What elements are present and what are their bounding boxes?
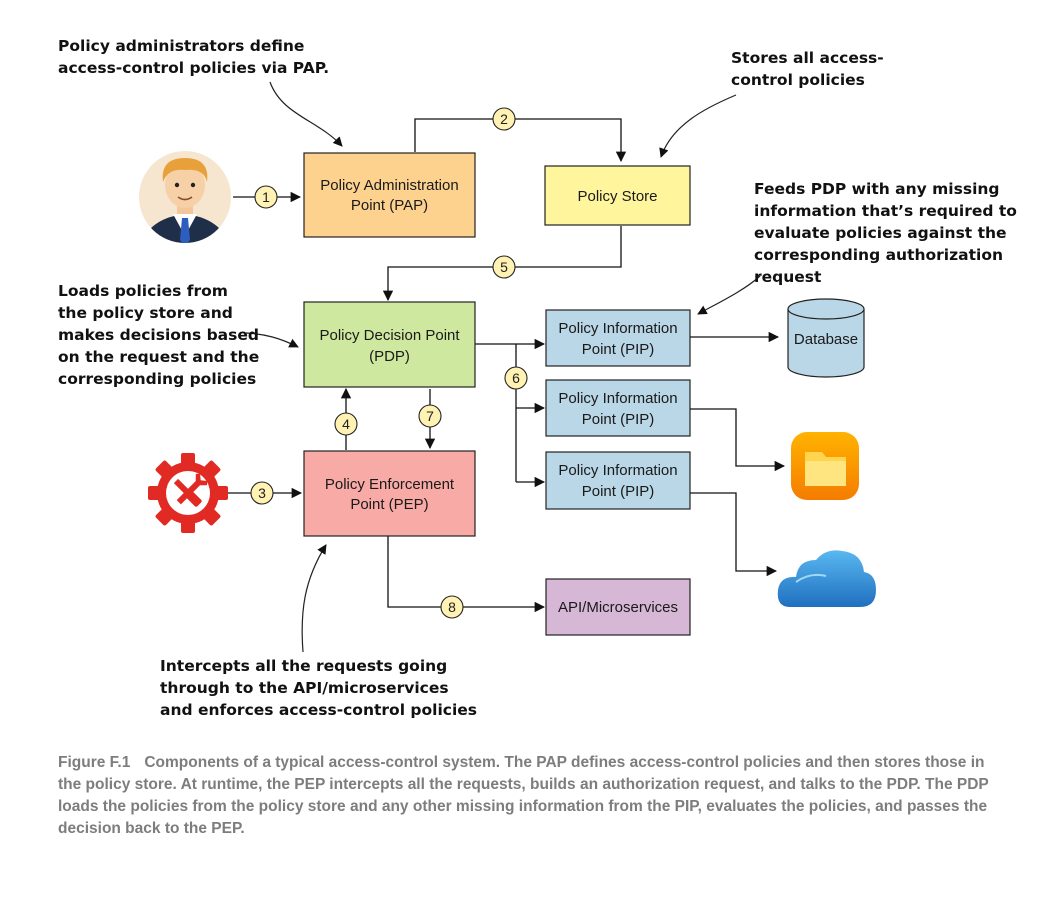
pointer-pep-note bbox=[301, 544, 327, 653]
step-badge-6: 6 bbox=[504, 366, 528, 390]
pap-box: Policy Administration Point (PAP) bbox=[303, 152, 476, 238]
pdp-box: Policy Decision Point (PDP) bbox=[303, 301, 476, 388]
step-badge-8: 8 bbox=[440, 595, 464, 619]
svg-text:7: 7 bbox=[426, 408, 434, 424]
svg-text:and enforces access-control po: and enforces access-control policies bbox=[160, 701, 477, 719]
svg-text:6: 6 bbox=[512, 370, 520, 386]
svg-text:the policy store and: the policy store and bbox=[58, 304, 233, 322]
pointer-store-note bbox=[659, 94, 737, 158]
svg-text:on the request and the: on the request and the bbox=[58, 348, 259, 366]
figure-label: Figure F.1 bbox=[58, 754, 131, 771]
pip2-label-line2: Point (PIP) bbox=[582, 411, 655, 428]
svg-text:1: 1 bbox=[262, 189, 270, 205]
pip2-label-line1: Policy Information bbox=[558, 390, 677, 407]
pip-box-1: Policy Information Point (PIP) bbox=[545, 309, 691, 367]
database-label: Database bbox=[794, 331, 858, 348]
figure-caption-text: Components of a typical access-control s… bbox=[58, 754, 989, 837]
pep-label-line2: Point (PEP) bbox=[350, 496, 428, 513]
svg-text:Intercepts all the requests go: Intercepts all the requests going bbox=[160, 657, 447, 675]
annotation-pep: Intercepts all the requests going throug… bbox=[160, 657, 477, 719]
pap-label-line1: Policy Administration bbox=[320, 177, 458, 194]
svg-text:Loads policies from: Loads policies from bbox=[58, 282, 228, 300]
pep-box: Policy Enforcement Point (PEP) bbox=[303, 450, 476, 537]
svg-text:makes decisions based: makes decisions based bbox=[58, 326, 259, 344]
database-icon: Database bbox=[787, 298, 865, 378]
arrow-pip3-to-cloud bbox=[690, 492, 778, 577]
folder-icon bbox=[791, 432, 859, 500]
svg-text:8: 8 bbox=[448, 599, 456, 615]
api-label: API/Microservices bbox=[558, 599, 678, 616]
cloud-icon bbox=[777, 550, 876, 607]
step-badge-1: 1 bbox=[254, 185, 278, 209]
gear-tools-icon bbox=[148, 453, 228, 533]
step-badge-3: 3 bbox=[250, 481, 274, 505]
pip-box-3: Policy Information Point (PIP) bbox=[545, 451, 691, 510]
step-badge-2: 2 bbox=[492, 107, 516, 131]
arrow-pap-to-store bbox=[414, 118, 627, 163]
svg-text:Policy administrators define: Policy administrators define bbox=[58, 37, 304, 55]
arrow-pep-to-api bbox=[387, 536, 546, 613]
annotation-pip: Feeds PDP with any missing information t… bbox=[754, 180, 1017, 286]
pip-box-2: Policy Information Point (PIP) bbox=[545, 379, 691, 437]
connectors bbox=[228, 118, 786, 613]
svg-text:4: 4 bbox=[342, 416, 350, 432]
annotation-pointers bbox=[245, 81, 761, 653]
step-badge-5: 5 bbox=[492, 255, 516, 279]
svg-text:access-control policies via PA: access-control policies via PAP. bbox=[58, 59, 329, 77]
svg-text:3: 3 bbox=[258, 485, 266, 501]
svg-text:corresponding authorization: corresponding authorization bbox=[754, 246, 1003, 264]
svg-text:evaluate policies against the: evaluate policies against the bbox=[754, 224, 1007, 242]
step-badge-4: 4 bbox=[334, 412, 358, 436]
svg-text:Stores all access-: Stores all access- bbox=[731, 49, 884, 67]
pip3-label-line1: Policy Information bbox=[558, 462, 677, 479]
policy-store-label: Policy Store bbox=[577, 188, 657, 205]
svg-text:request: request bbox=[754, 268, 822, 286]
pip3-label-line2: Point (PIP) bbox=[582, 483, 655, 500]
svg-text:5: 5 bbox=[500, 259, 508, 275]
annotation-pap: Policy administrators define access-cont… bbox=[58, 37, 329, 77]
arrow-pip2-to-folder bbox=[690, 408, 786, 472]
api-box: API/Microservices bbox=[545, 578, 691, 636]
pointer-pdp-note bbox=[245, 332, 299, 348]
annotation-store: Stores all access- control policies bbox=[731, 49, 884, 89]
policy-store-box: Policy Store bbox=[544, 165, 691, 226]
pap-label-line2: Point (PAP) bbox=[351, 197, 428, 214]
pip1-label-line1: Policy Information bbox=[558, 320, 677, 337]
svg-text:control policies: control policies bbox=[731, 71, 865, 89]
pep-label-line1: Policy Enforcement bbox=[325, 476, 455, 493]
annotation-pdp: Loads policies from the policy store and… bbox=[58, 282, 259, 388]
svg-text:through to the API/microservic: through to the API/microservices bbox=[160, 679, 449, 697]
step-badge-7: 7 bbox=[418, 404, 442, 428]
pdp-label-line2: (PDP) bbox=[369, 348, 410, 365]
administrator-avatar-icon bbox=[139, 151, 231, 243]
svg-text:corresponding policies: corresponding policies bbox=[58, 370, 256, 388]
pdp-label-line1: Policy Decision Point bbox=[319, 327, 460, 344]
svg-text:information that’s required to: information that’s required to bbox=[754, 202, 1017, 220]
svg-text:Feeds PDP with any missing: Feeds PDP with any missing bbox=[754, 180, 1000, 198]
pip1-label-line2: Point (PIP) bbox=[582, 341, 655, 358]
step-badges: 1 2 3 4 5 6 7 8 bbox=[250, 107, 528, 619]
pointer-pap-note bbox=[269, 81, 343, 147]
svg-text:2: 2 bbox=[500, 111, 508, 127]
pointer-pip-note bbox=[697, 275, 761, 315]
